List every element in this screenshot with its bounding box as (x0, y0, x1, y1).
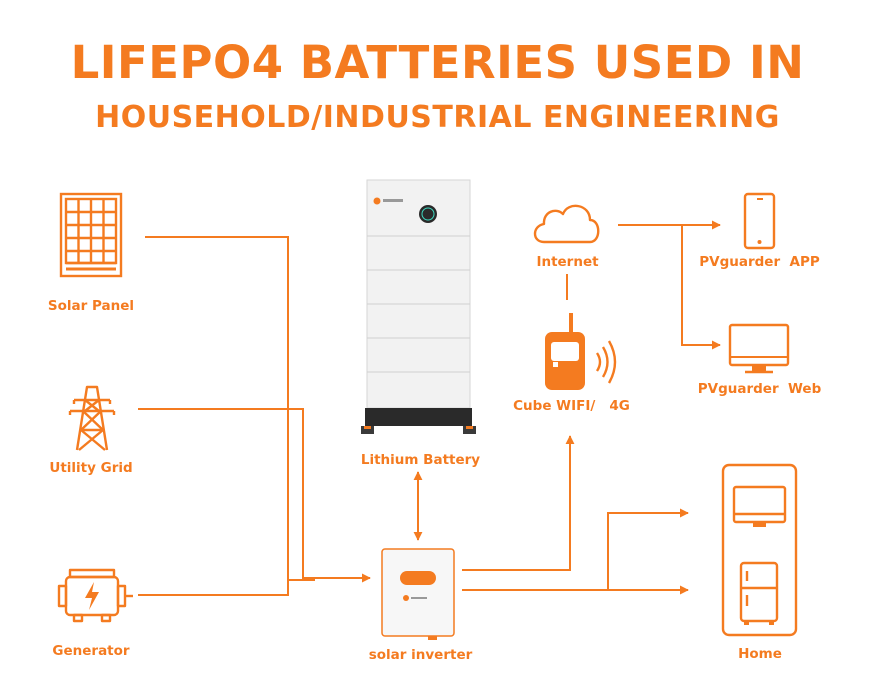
internet-label: Internet (536, 254, 599, 270)
title-line-2: HOUSEHOLD/INDUSTRIAL ENGINEERING (95, 100, 780, 135)
cloud-icon (533, 204, 600, 244)
branch-to-tv-line (607, 508, 689, 590)
connectors (138, 220, 721, 596)
solar-panel-label: Solar Panel (47, 298, 135, 314)
power-tower-icon (68, 385, 116, 451)
cloud-to-web-line (681, 225, 721, 350)
walkie-talkie-icon (545, 313, 617, 390)
utility-grid-label: Utility Grid (49, 460, 133, 476)
pvguarder-app-label: PVguarder APP (699, 254, 820, 270)
battery-stack-image (361, 179, 476, 434)
smartphone-icon (743, 192, 776, 250)
solar-panel-icon (59, 192, 123, 278)
monitor-icon (728, 323, 790, 374)
generator-label: Generator (52, 643, 130, 659)
title-line-1: LIFEPO4 BATTERIES USED IN (70, 36, 805, 89)
lithium-battery-label: Lithium Battery (360, 452, 481, 468)
pvguarder-web-label: PVguarder Web (697, 381, 822, 397)
grid-to-inverter-line (138, 408, 304, 580)
home-appliances-icon (721, 463, 798, 637)
cube-wifi-label: Cube WIFI/ 4G (513, 398, 630, 414)
inverter-to-wifi-line (462, 435, 575, 571)
generator-to-inverter-line (138, 580, 289, 596)
home-label: Home (738, 646, 782, 662)
inverter-image (381, 548, 455, 640)
generator-icon (57, 568, 133, 623)
solar-inverter-label: solar inverter (368, 647, 473, 663)
